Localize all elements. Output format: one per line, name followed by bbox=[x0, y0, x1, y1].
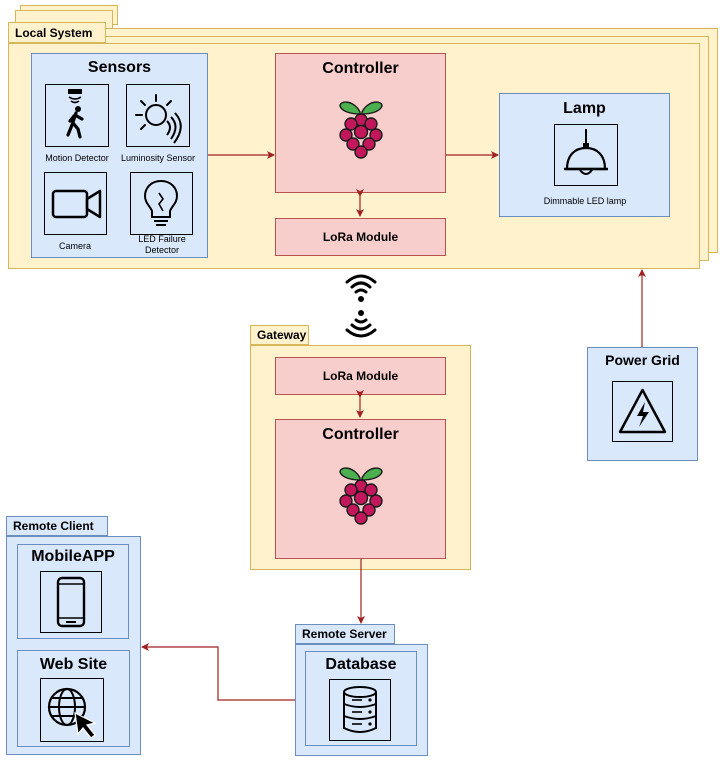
power-grid-icon-box bbox=[612, 381, 673, 442]
lamp-title: Lamp bbox=[563, 100, 606, 117]
lamp-caption: Dimmable LED lamp bbox=[543, 196, 627, 206]
lamp-icon bbox=[564, 129, 608, 175]
remote-client-label: Remote Client bbox=[13, 519, 94, 533]
local-lora-module: LoRa Module bbox=[275, 218, 446, 256]
gateway-lora-label: LoRa Module bbox=[322, 369, 399, 383]
luminosity-sensor-icon bbox=[135, 94, 182, 144]
camera-label: Camera bbox=[58, 241, 91, 251]
lamp-icon-box bbox=[554, 124, 618, 186]
lightbulb-icon bbox=[143, 179, 179, 226]
raspberry-pi-icon bbox=[339, 101, 383, 159]
gateway-controller-box: Controller bbox=[275, 419, 446, 559]
power-grid-title: Power Grid bbox=[605, 352, 680, 368]
database-title: Database bbox=[325, 656, 397, 673]
raspberry-pi-icon bbox=[339, 467, 383, 525]
gateway-controller-title: Controller bbox=[322, 426, 399, 443]
database-icon bbox=[343, 686, 377, 733]
wifi-icon-bottom bbox=[345, 310, 377, 338]
web-site-icon-box bbox=[40, 678, 104, 742]
local-system-tab: Local System bbox=[8, 22, 106, 43]
motion-detector-box bbox=[45, 84, 109, 147]
motion-detector-icon bbox=[66, 89, 84, 139]
motion-detector-label: Motion Detector bbox=[45, 153, 109, 163]
globe-cursor-icon bbox=[47, 687, 97, 739]
led-failure-detector-label: LED Failure Detector bbox=[138, 234, 186, 255]
local-system-label: Local System bbox=[15, 26, 93, 40]
high-voltage-icon bbox=[618, 388, 667, 434]
web-site-title: Web Site bbox=[39, 656, 108, 673]
led-failure-detector-box bbox=[130, 172, 193, 235]
local-controller-box: Controller bbox=[275, 53, 446, 193]
gateway-label: Gateway bbox=[257, 328, 307, 342]
luminosity-sensor-label: Luminosity Sensor bbox=[120, 153, 196, 163]
database-icon-box bbox=[329, 679, 391, 741]
server-to-client-arrow bbox=[141, 643, 295, 701]
wifi-icon-top bbox=[345, 274, 377, 302]
gateway-lora-module: LoRa Module bbox=[275, 357, 446, 395]
local-lora-label: LoRa Module bbox=[322, 230, 399, 244]
power-grid-panel: Power Grid bbox=[587, 347, 698, 461]
local-controller-title: Controller bbox=[322, 60, 399, 77]
remote-server-tab: Remote Server bbox=[295, 624, 395, 644]
sensors-title: Sensors bbox=[87, 59, 152, 76]
remote-server-label: Remote Server bbox=[302, 627, 387, 641]
web-site-panel: Web Site bbox=[17, 650, 130, 747]
remote-client-tab: Remote Client bbox=[6, 516, 108, 536]
mobile-app-icon-box bbox=[40, 571, 102, 633]
luminosity-sensor-box bbox=[126, 84, 190, 147]
mobile-app-title: MobileAPP bbox=[31, 548, 115, 565]
camera-box bbox=[44, 172, 107, 235]
gateway-tab: Gateway bbox=[250, 325, 309, 345]
smartphone-icon bbox=[56, 576, 86, 628]
camera-icon bbox=[51, 189, 102, 219]
